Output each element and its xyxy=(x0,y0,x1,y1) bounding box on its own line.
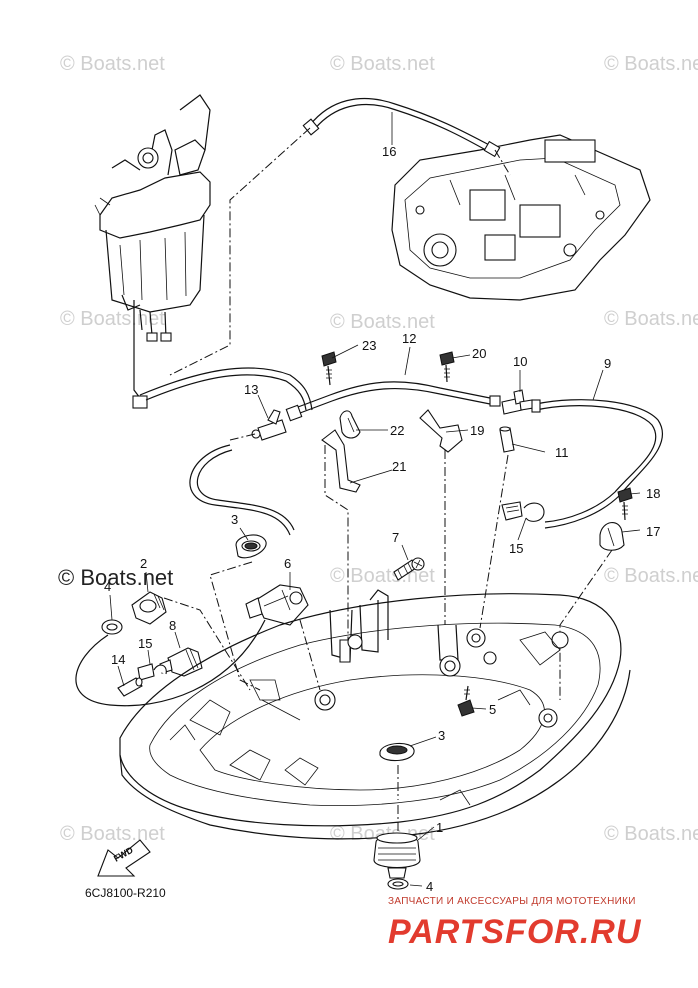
plug-1 xyxy=(373,805,421,879)
callout-labels: 16 12 23 20 10 9 13 22 19 21 11 18 17 15… xyxy=(104,144,660,894)
ad-logo: PARTSFOR.RU xyxy=(388,913,642,951)
joint-10 xyxy=(501,389,534,415)
callout-4-bottom: 4 xyxy=(426,879,433,894)
callout-16: 16 xyxy=(382,144,396,159)
watermark: © Boats.net xyxy=(60,308,165,330)
grommet-3-lower xyxy=(379,742,415,800)
callout-17: 17 xyxy=(646,524,660,539)
hose-left-loop xyxy=(75,619,266,707)
callout-10: 10 xyxy=(513,354,527,369)
callout-8: 8 xyxy=(169,618,176,633)
clip-4-left xyxy=(101,619,123,635)
clip-17 xyxy=(559,522,625,700)
callout-21: 21 xyxy=(392,459,406,474)
hose-12 xyxy=(139,367,501,422)
watermark: © Boats.net xyxy=(330,311,435,333)
diagram-code: 6CJ8100-R210 xyxy=(85,886,166,900)
watermark: © Boats.net xyxy=(604,53,698,75)
bracket-19 xyxy=(419,409,463,625)
upper-casing xyxy=(391,134,651,301)
grommet-2 xyxy=(131,591,251,691)
vapor-separator-assembly xyxy=(94,94,211,409)
tube-11 xyxy=(479,426,515,629)
callout-23: 23 xyxy=(362,338,376,353)
callout-4-left: 4 xyxy=(104,579,111,594)
leader-lines xyxy=(109,112,641,887)
watermark: © Boats.net xyxy=(604,823,698,845)
callout-7: 7 xyxy=(392,530,399,545)
bolt-18 xyxy=(617,487,633,521)
callout-13: 13 xyxy=(244,382,258,397)
callout-14: 14 xyxy=(111,652,125,667)
callout-9: 9 xyxy=(604,356,611,371)
bolt-23 xyxy=(321,351,337,386)
callout-5: 5 xyxy=(489,702,496,717)
bottom-cowling xyxy=(119,589,631,840)
callout-3-lower: 3 xyxy=(438,728,445,743)
ad-banner: ЗАПЧАСТИ И АКСЕССУАРЫ ДЛЯ МОТОТЕХНИКИ PA… xyxy=(388,896,642,951)
callout-6: 6 xyxy=(284,556,291,571)
watermark: © Boats.net xyxy=(604,308,698,330)
callout-2: 2 xyxy=(140,556,147,571)
ad-subtitle: ЗАПЧАСТИ И АКСЕССУАРЫ ДЛЯ МОТОТЕХНИКИ xyxy=(388,896,636,907)
clip-15-left xyxy=(137,663,167,681)
grommet-3-upper xyxy=(209,534,267,691)
screw-7 xyxy=(393,557,425,581)
bracket-21 xyxy=(321,429,361,640)
watermark: © Boats.net xyxy=(60,53,165,75)
watermark: © Boats.net xyxy=(330,53,435,75)
clip-4-bottom xyxy=(387,878,409,890)
watermark: © Boats.net xyxy=(60,823,165,845)
callout-20: 20 xyxy=(472,346,486,361)
bolt-20 xyxy=(439,351,455,383)
watermark: © Boats.net xyxy=(604,565,698,587)
tube-14 xyxy=(117,677,143,697)
clip-22 xyxy=(339,410,361,439)
hose-9 xyxy=(531,399,664,529)
callout-18: 18 xyxy=(646,486,660,501)
fwd-arrow-icon: FWD xyxy=(97,839,151,877)
callout-3-upper: 3 xyxy=(231,512,238,527)
callout-15-right: 15 xyxy=(509,541,523,556)
joint-6 xyxy=(245,584,321,691)
callout-12: 12 xyxy=(402,331,416,346)
clip-15-right xyxy=(501,501,545,522)
joint-13 xyxy=(189,409,295,536)
watermark-prominent: © Boats.net xyxy=(58,565,173,590)
callout-1: 1 xyxy=(436,820,443,835)
bolt-5 xyxy=(457,685,475,717)
hose-16 xyxy=(169,97,511,376)
callout-22: 22 xyxy=(390,423,404,438)
watermark-layer: © Boats.net © Boats.net © Boats.net © Bo… xyxy=(58,53,698,845)
callout-11: 11 xyxy=(555,445,569,460)
callout-19: 19 xyxy=(470,423,484,438)
callout-15-left: 15 xyxy=(138,636,152,651)
